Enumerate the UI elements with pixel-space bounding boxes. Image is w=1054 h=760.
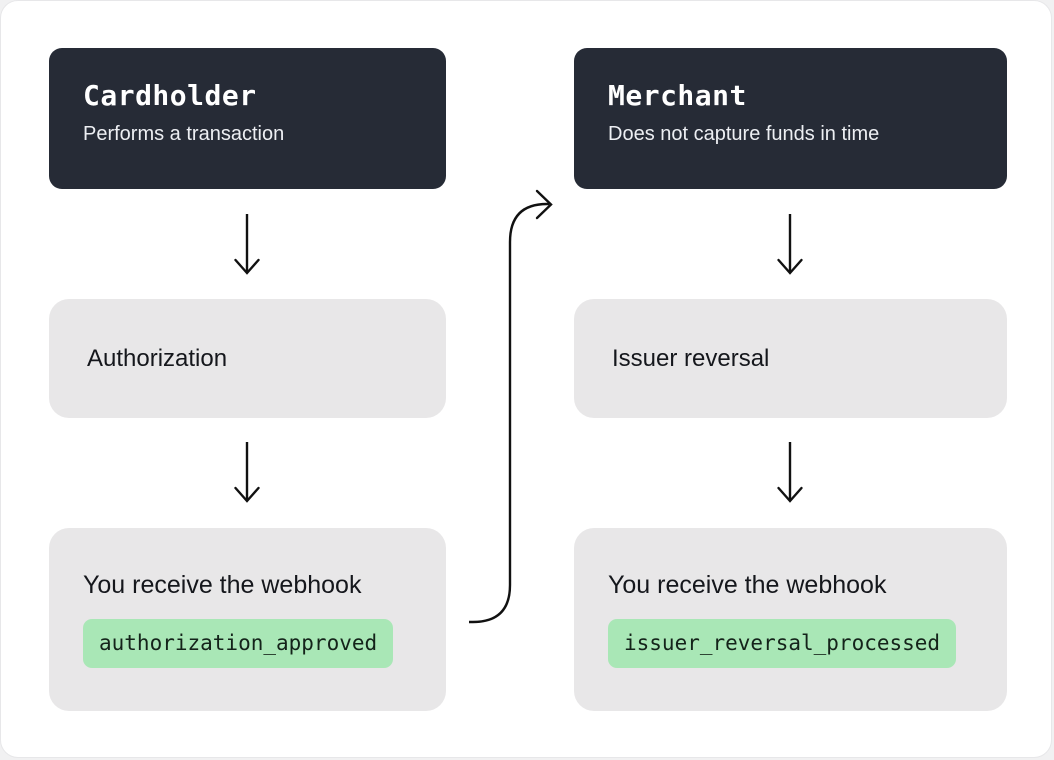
webhook-event-badge: authorization_approved xyxy=(83,619,394,668)
merchant-actor-card: Merchant Does not capture funds in time xyxy=(574,48,1007,189)
merchant-subtitle: Does not capture funds in time xyxy=(608,123,880,145)
cardholder-actor-card: Cardholder Performs a transaction xyxy=(49,48,446,189)
webhook-event-badge: issuer_reversal_processed xyxy=(608,619,957,668)
authorization-label: Authorization xyxy=(87,344,228,372)
cardholder-title: Cardholder xyxy=(83,79,257,112)
issuer-reversal-label: Issuer reversal xyxy=(612,344,770,372)
merchant-webhook-box: You receive the webhook issuer_reversal_… xyxy=(574,528,1007,711)
down-arrow-icon xyxy=(775,211,805,279)
authorization-box: Authorization xyxy=(49,299,446,418)
down-arrow-icon xyxy=(232,439,262,507)
issuer-reversal-box: Issuer reversal xyxy=(574,299,1007,418)
cardholder-webhook-box: You receive the webhook authorization_ap… xyxy=(49,528,446,711)
down-arrow-icon xyxy=(232,211,262,279)
webhook-label: You receive the webhook xyxy=(83,571,362,599)
down-arrow-icon xyxy=(775,439,805,507)
webhook-label: You receive the webhook xyxy=(608,571,887,599)
merchant-title: Merchant xyxy=(608,79,747,112)
curve-arrow-icon xyxy=(456,87,566,637)
cardholder-subtitle: Performs a transaction xyxy=(83,123,285,145)
